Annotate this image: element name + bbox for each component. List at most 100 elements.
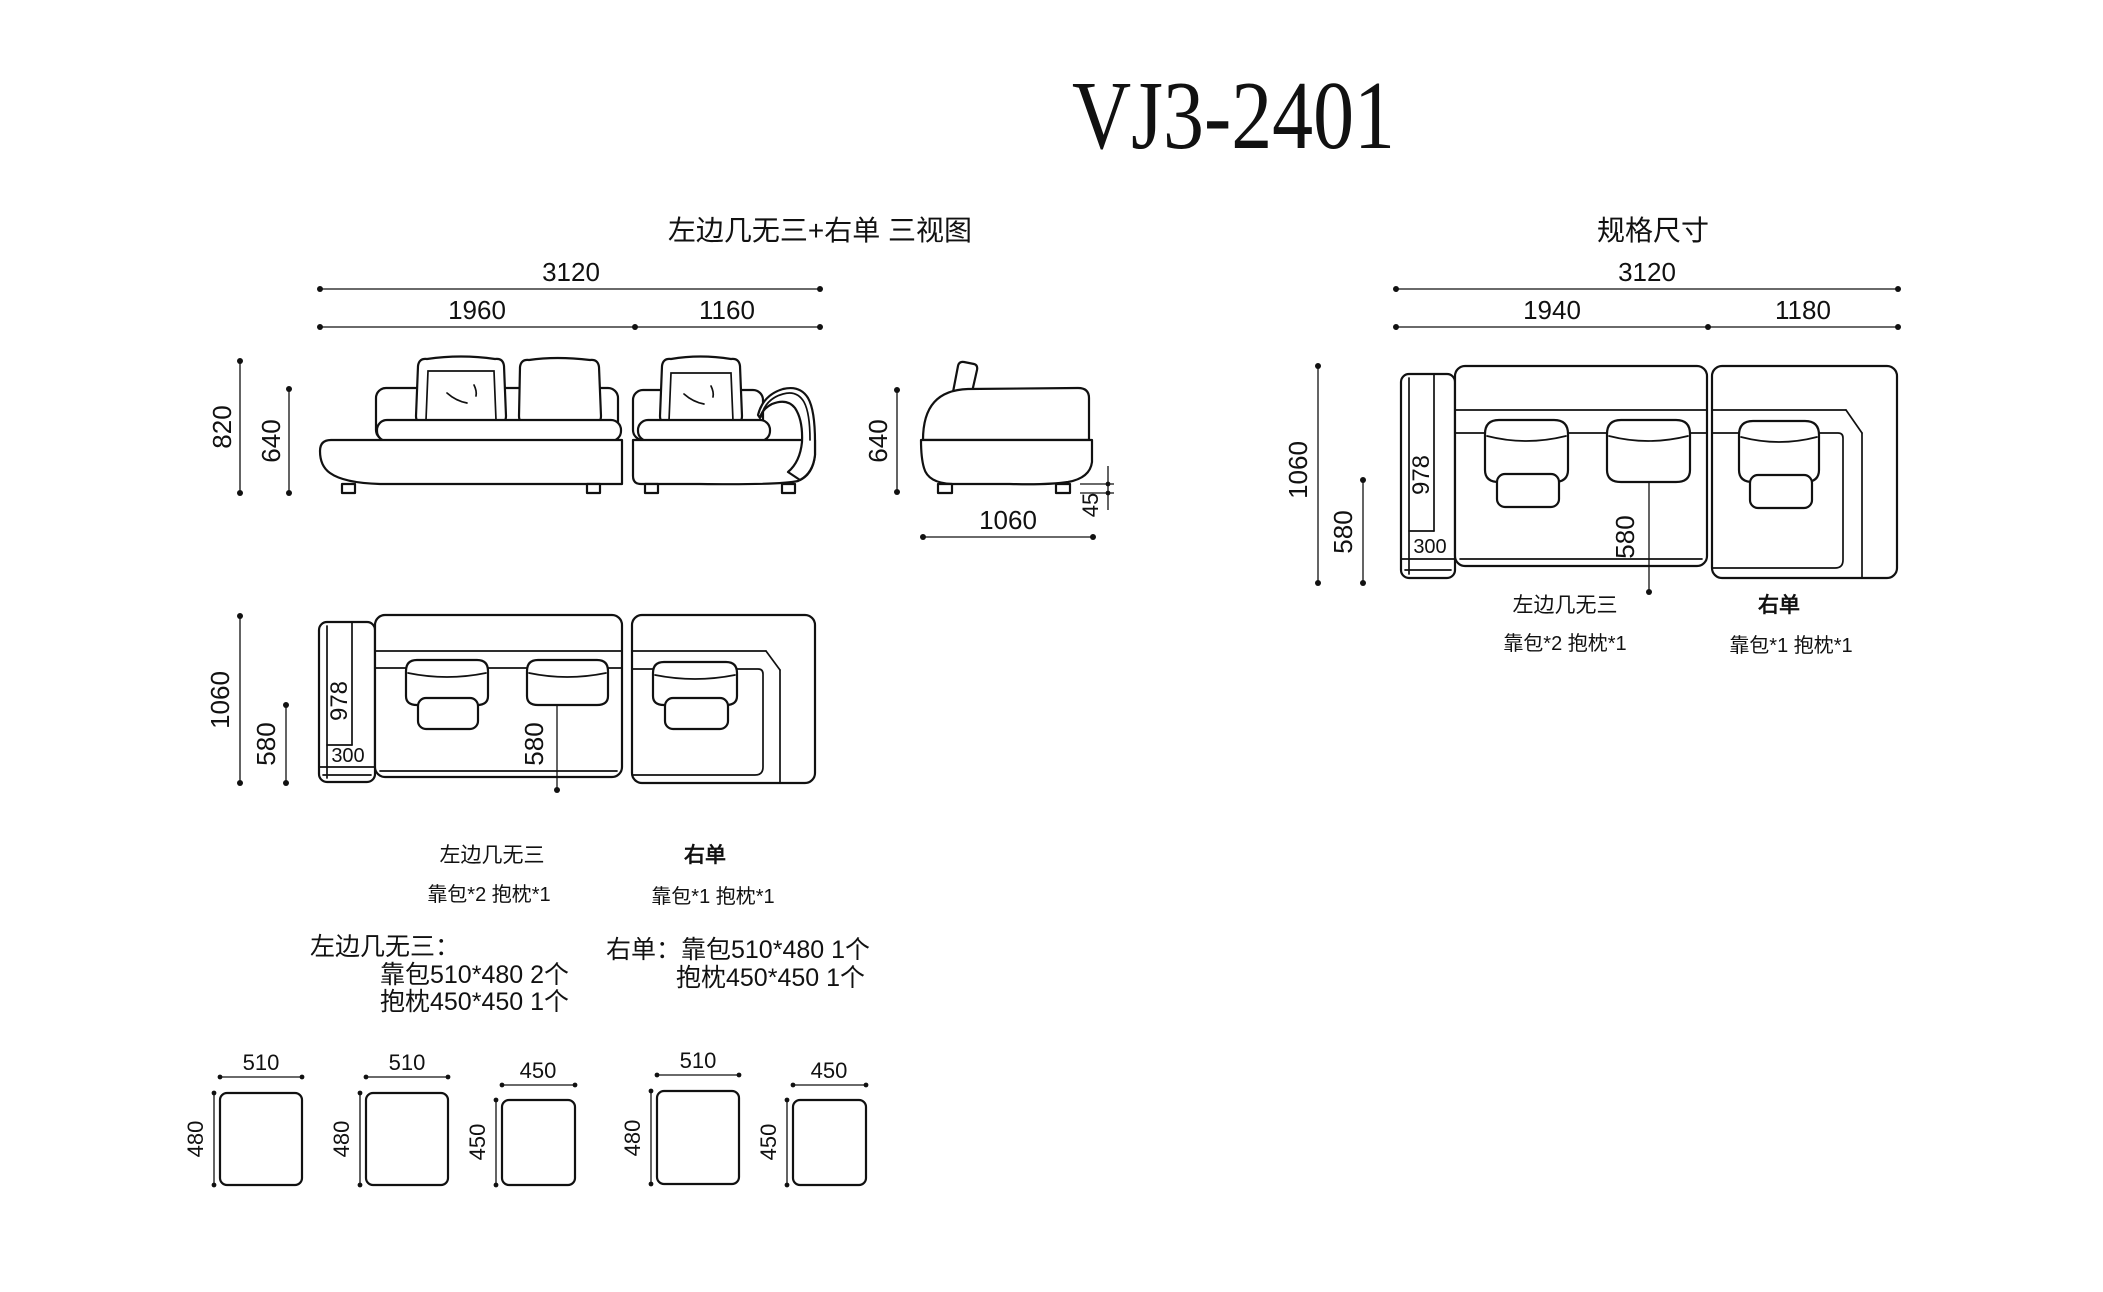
side-headrest-pillar	[951, 360, 979, 394]
plan-label-left-cushions: 靠包*2 抱枕*1	[427, 883, 550, 906]
plan-pillow-2	[525, 658, 610, 707]
front-sofa-left-section	[318, 355, 624, 495]
spec-pillow-3	[1737, 419, 1821, 510]
plan-dim-back-label: 978	[326, 681, 353, 721]
front-foot	[585, 482, 602, 495]
note-left-item1: 靠包510*480 2个	[380, 961, 569, 989]
side-body	[921, 386, 1091, 442]
side-foot	[936, 482, 954, 495]
front-dim-split-widths: 1960 1160	[317, 295, 823, 330]
cushion-2-width-label: 510	[389, 1050, 426, 1075]
spec-dim-cushion-label: 580	[1610, 515, 1640, 558]
cushion-5: 450 450	[756, 1058, 869, 1188]
front-dim-total-width-label: 3120	[542, 257, 600, 287]
cushion-3-height-label: 450	[465, 1124, 490, 1161]
plan-label-left-module: 左边几无三	[440, 844, 545, 867]
cushion-1-height-label: 480	[183, 1121, 208, 1158]
plan-dim-seat-depth: 580	[251, 702, 289, 786]
cushion-2: 510 480	[329, 1050, 451, 1188]
front-foot	[340, 482, 357, 495]
side-base	[919, 438, 1094, 486]
spec-dim-total-width: 3120	[1393, 257, 1901, 292]
plan-dim-depth: 1060	[205, 613, 243, 786]
spec-side-table: 978 300	[1399, 372, 1457, 580]
cushion-details: 510 480 510 480 450 450 51	[183, 1048, 869, 1188]
spec-left-section	[1453, 364, 1709, 568]
spec-label-left-module: 左边几无三	[1513, 594, 1618, 617]
front-dim-left-width-label: 1960	[448, 295, 506, 325]
side-dim-height: 640	[863, 387, 900, 495]
front-sofa-right-section	[631, 355, 817, 495]
front-left-seat-cushion	[375, 418, 623, 443]
spec-label-right-module: 右单	[1758, 593, 1800, 617]
cushion-1: 510 480	[183, 1050, 305, 1188]
spec-pillow-2	[1605, 418, 1692, 484]
plan-dim-seat-depth-label: 580	[251, 722, 281, 765]
plan-dim-cushion-label: 580	[519, 722, 549, 765]
front-armrest	[756, 386, 817, 482]
plan-dim-cushion: 580	[519, 705, 560, 793]
plan-label-right-cushions: 靠包*1 抱枕*1	[651, 885, 774, 908]
cushion-2-height-label: 480	[329, 1121, 354, 1158]
spec-dim-cushion: 580	[1610, 482, 1652, 595]
spec-label-right-cushions: 靠包*1 抱枕*1	[1729, 634, 1852, 657]
front-left-base	[318, 438, 624, 486]
plan-pillow-1	[404, 658, 490, 731]
side-dim-depth-label: 1060	[979, 505, 1037, 535]
plan-side-table: 978 300	[317, 620, 377, 784]
plan-dim-table-label: 300	[331, 745, 364, 767]
plan-left-section	[373, 613, 624, 779]
note-left-item2: 抱枕450*450 1个	[380, 988, 569, 1016]
front-view: 左边几无三+右单 三视图 3120 1960 1160 820 640	[207, 215, 972, 496]
note-right-title: 右单：靠包510*480 1个	[606, 936, 870, 964]
side-foot	[1054, 482, 1072, 495]
plan-label-right-module: 右单	[684, 843, 726, 867]
front-dim-height-total: 820	[207, 358, 243, 496]
spec-dim-back-label: 978	[1408, 455, 1435, 495]
spec-view-heading: 规格尺寸	[1597, 215, 1709, 246]
cushion-4-width-label: 510	[680, 1048, 717, 1073]
cushion-1-width-label: 510	[243, 1050, 280, 1075]
front-right-seat-cushion	[636, 418, 772, 443]
note-right-item1: 抱枕450*450 1个	[676, 964, 865, 992]
side-dim-depth: 1060	[920, 505, 1096, 540]
front-right-base	[631, 438, 817, 486]
spec-right-section	[1710, 364, 1899, 580]
front-dim-right-width-label: 1160	[699, 295, 755, 325]
side-dim-leg-height: 45	[1078, 466, 1114, 517]
cushion-3: 450 450	[465, 1058, 578, 1188]
front-dim-total-width: 3120	[317, 257, 823, 292]
sheet-title: VJ3-2401	[1072, 62, 1395, 169]
cushion-3-width-label: 450	[520, 1058, 557, 1083]
spec-dim-right-width-label: 1180	[1775, 295, 1831, 325]
front-foot	[780, 482, 797, 495]
spec-dim-table-label: 300	[1413, 536, 1446, 558]
spec-top-view: 规格尺寸 3120 1940 1180 1060 580	[1283, 215, 1901, 657]
note-left-title: 左边几无三：	[310, 933, 460, 961]
spec-dim-total-width-label: 3120	[1618, 257, 1676, 287]
front-dim-height-total-label: 820	[207, 405, 237, 448]
front-dim-height-seat-label: 640	[256, 419, 286, 462]
plan-pillow-3	[651, 660, 739, 731]
spec-dim-seat-depth-label: 580	[1328, 510, 1358, 553]
plan-dim-depth-label: 1060	[205, 671, 235, 729]
side-view: 640 1060 45	[863, 360, 1114, 540]
spec-dim-seat-depth: 580	[1328, 477, 1366, 586]
front-pillow-decor-2	[658, 355, 744, 426]
cushion-4-height-label: 480	[620, 1120, 645, 1157]
spec-label-left-cushions: 靠包*2 抱枕*1	[1503, 632, 1626, 655]
spec-dim-depth-label: 1060	[1283, 441, 1313, 499]
plan-right-section	[630, 613, 817, 785]
cushion-5-height-label: 450	[756, 1124, 781, 1161]
plan-top-view: 1060 580 978 300	[205, 613, 817, 908]
spec-dim-depth: 1060	[1283, 363, 1321, 586]
spec-pillow-1	[1483, 418, 1570, 509]
side-dim-leg-label: 45	[1078, 493, 1103, 517]
front-pillow-plain	[517, 356, 603, 426]
cushion-5-width-label: 450	[811, 1058, 848, 1083]
front-pillow-decor-1	[414, 355, 508, 426]
front-dim-height-seat: 640	[256, 386, 292, 496]
cushion-4: 510 480	[620, 1048, 742, 1187]
